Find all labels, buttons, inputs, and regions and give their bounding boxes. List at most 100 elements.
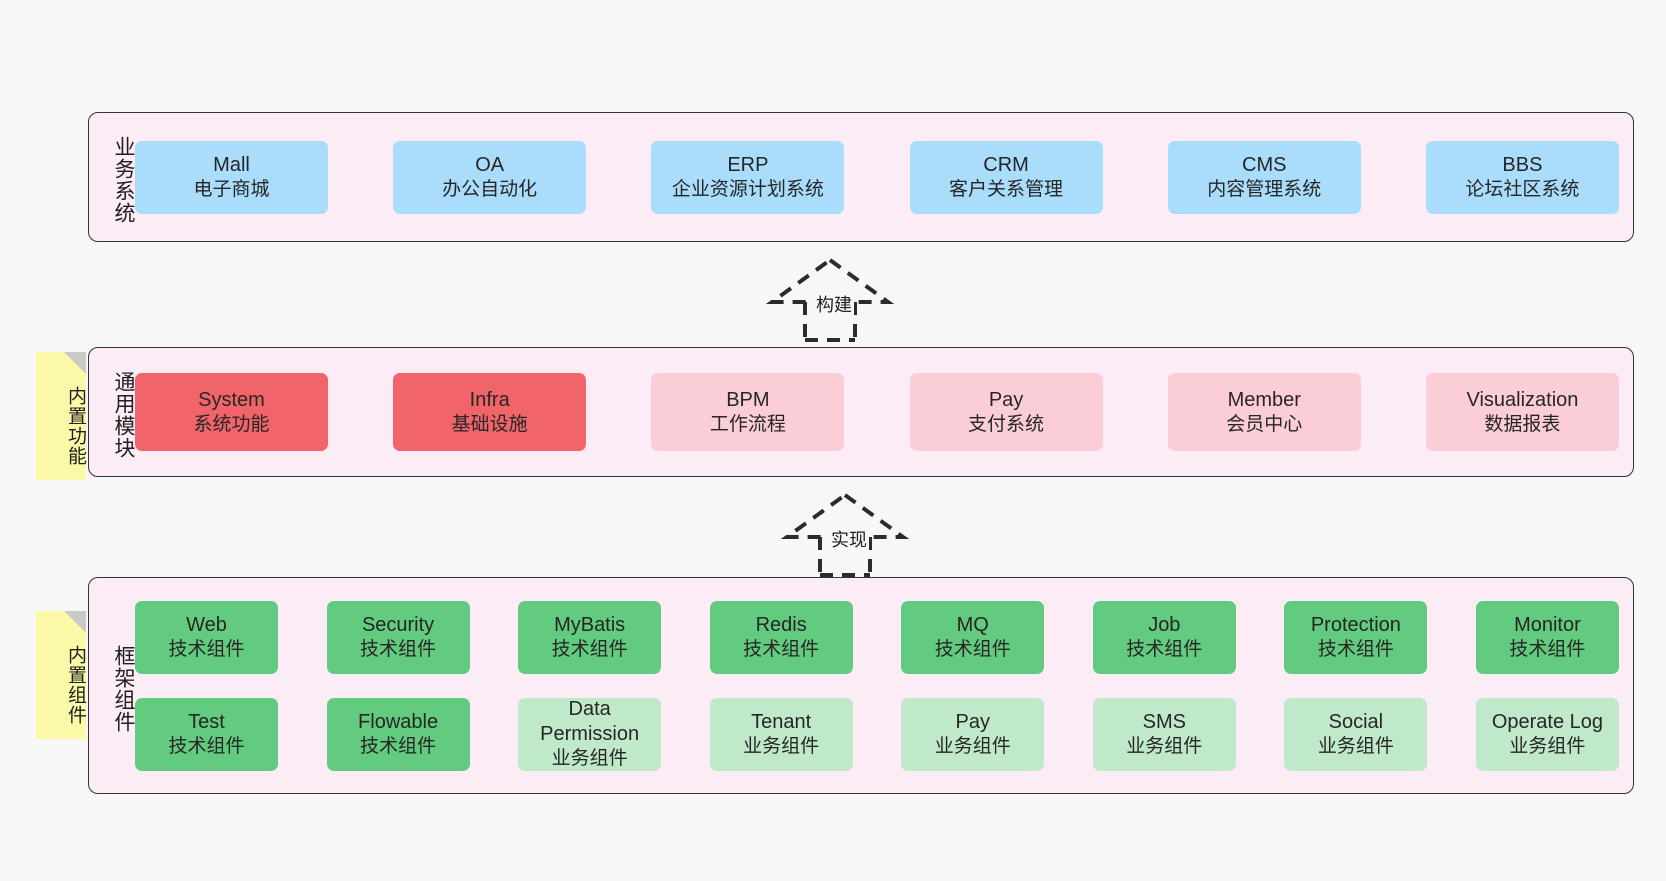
- card-title: Job: [1148, 613, 1181, 636]
- connector-build-label: 构建: [814, 291, 854, 317]
- card-subtitle: 技术组件: [1317, 638, 1394, 660]
- card-subtitle: 技术组件: [168, 638, 245, 660]
- connector-implement: 实现: [770, 492, 920, 577]
- card-subtitle: 技术组件: [1126, 638, 1203, 660]
- card-title: OA: [475, 153, 505, 176]
- card-subtitle: 客户关系管理: [949, 178, 1064, 200]
- card-subtitle: 技术组件: [551, 638, 628, 660]
- sticky-note-builtin-feature: 内置功能: [36, 352, 86, 480]
- card-title: Social: [1328, 710, 1384, 733]
- card-title: ERP: [727, 153, 769, 176]
- card-title: Visualization: [1466, 388, 1579, 411]
- card-subtitle: 业务组件: [743, 735, 820, 757]
- card-title: Web: [186, 613, 227, 636]
- card-title: System: [198, 388, 265, 411]
- card-title: Security: [361, 613, 435, 636]
- card-title: Tenant: [751, 710, 812, 733]
- card-title: Redis: [755, 613, 807, 636]
- card-subtitle: 系统功能: [193, 413, 270, 435]
- card-subtitle: 内容管理系统: [1207, 178, 1322, 200]
- card-subtitle: 技术组件: [934, 638, 1011, 660]
- sticky-note-builtin-feature-label: 内置功能: [65, 386, 86, 466]
- card-subtitle: 会员中心: [1226, 413, 1303, 435]
- card-subtitle: 业务组件: [551, 748, 628, 770]
- sticky-note-builtin-module-label: 内置组件: [65, 645, 86, 725]
- card-subtitle: 技术组件: [743, 638, 820, 660]
- card-subtitle: 工作流程: [709, 413, 786, 435]
- card-title: Member: [1227, 388, 1301, 411]
- card-title: MyBatis: [554, 613, 626, 636]
- section-label-business-systems: 业务系统: [112, 136, 135, 224]
- card-subtitle: 企业资源计划系统: [671, 178, 824, 200]
- card-subtitle: 技术组件: [360, 638, 437, 660]
- card-subtitle: 数据报表: [1484, 413, 1561, 435]
- card-title: Protection: [1310, 613, 1401, 636]
- card-subtitle: 业务组件: [1509, 735, 1586, 757]
- card-title: Data Permission: [540, 698, 640, 746]
- card-subtitle: 技术组件: [168, 735, 245, 757]
- sticky-note-builtin-module: 内置组件: [36, 611, 86, 739]
- card-subtitle: 支付系统: [968, 413, 1045, 435]
- card-subtitle: 基础设施: [451, 413, 528, 435]
- card-title: Monitor: [1514, 613, 1581, 636]
- section-label-common-modules: 通用模块: [112, 371, 135, 459]
- card-subtitle: 技术组件: [360, 735, 437, 757]
- card-subtitle: 业务组件: [1126, 735, 1203, 757]
- section-label-framework-components: 框架组件: [112, 644, 135, 733]
- card-title: Mall: [213, 153, 250, 176]
- card-title: BBS: [1502, 153, 1543, 176]
- card-subtitle: 业务组件: [1317, 735, 1394, 757]
- card-subtitle: 电子商城: [193, 178, 270, 200]
- card-subtitle: 办公自动化: [442, 178, 538, 200]
- card-title: SMS: [1142, 710, 1186, 733]
- card-title: BPM: [726, 388, 770, 411]
- card-title: Test: [188, 710, 225, 733]
- card-title: Flowable: [358, 710, 439, 733]
- card-title: Pay: [955, 710, 990, 733]
- card-title: Operate Log: [1491, 710, 1604, 733]
- card-subtitle: 技术组件: [1509, 638, 1586, 660]
- connector-build: 构建: [755, 257, 905, 342]
- card-title: Infra: [469, 388, 510, 411]
- card-title: CRM: [983, 153, 1029, 176]
- card-title: Pay: [988, 388, 1024, 411]
